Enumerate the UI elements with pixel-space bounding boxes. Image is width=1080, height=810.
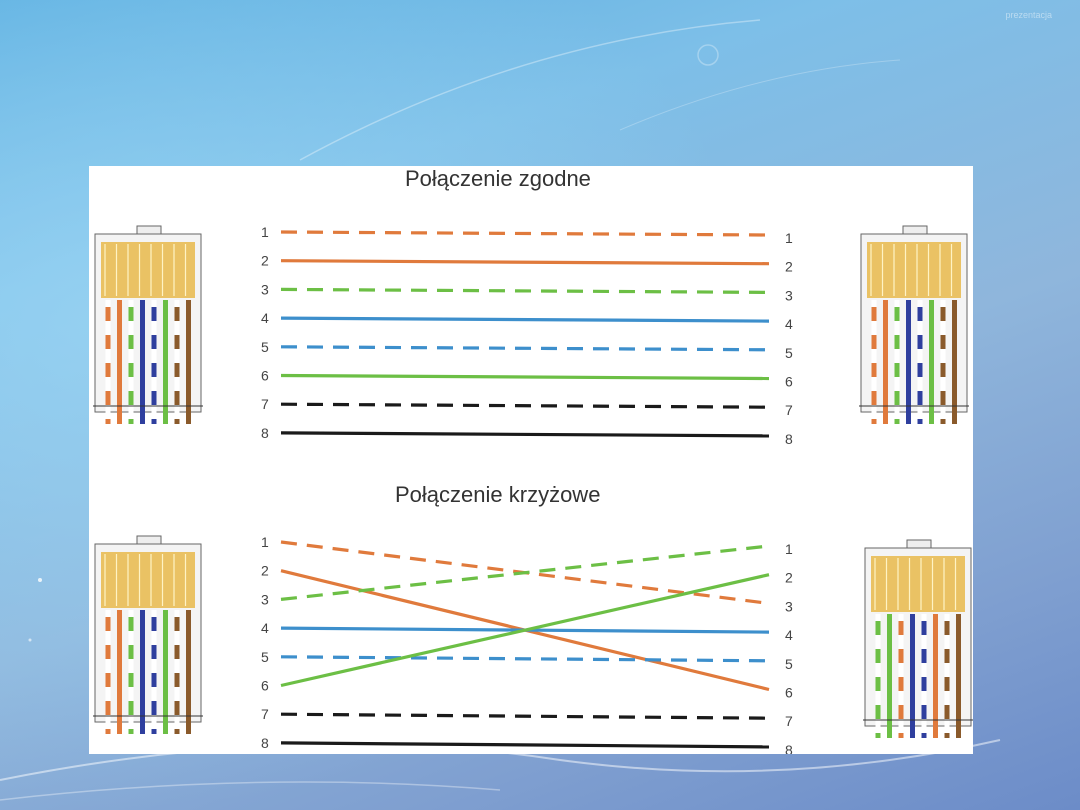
pin-label-left: 1 bbox=[261, 534, 269, 550]
connector-bottom-right bbox=[863, 539, 973, 738]
pin-label-right: 1 bbox=[785, 230, 793, 246]
pin-label-left: 4 bbox=[261, 620, 269, 636]
wire-line bbox=[280, 655, 770, 663]
pin-label-left: 4 bbox=[261, 310, 269, 326]
wire-line bbox=[280, 544, 770, 601]
watermark-text: prezentacja bbox=[1005, 10, 1052, 20]
pin-label-right: 3 bbox=[785, 287, 793, 303]
wire-line bbox=[280, 316, 770, 323]
wire-line bbox=[280, 259, 770, 266]
connector-contacts bbox=[867, 242, 961, 298]
connector-top-right bbox=[859, 225, 969, 424]
pin-label-right: 2 bbox=[785, 259, 793, 275]
pin-label-left: 7 bbox=[261, 706, 269, 722]
pin-label-left: 8 bbox=[261, 425, 269, 441]
wire-line bbox=[280, 712, 770, 720]
pin-label-left: 5 bbox=[261, 649, 269, 665]
pin-label-right: 6 bbox=[785, 685, 793, 701]
wire-line bbox=[280, 345, 770, 352]
pin-label-right: 2 bbox=[785, 570, 793, 586]
pin-label-left: 2 bbox=[261, 563, 269, 579]
wire-line bbox=[280, 287, 770, 294]
pin-label-right: 8 bbox=[785, 742, 793, 754]
pin-label-left: 3 bbox=[261, 591, 269, 607]
pin-label-left: 1 bbox=[261, 224, 269, 240]
diagram-straight-through: 1 1 2 2 3 3 4 4 5 5 6 6 7 7 8 8 bbox=[261, 224, 793, 447]
pin-label-left: 6 bbox=[261, 678, 269, 694]
pin-label-left: 3 bbox=[261, 281, 269, 297]
connector-contacts bbox=[101, 552, 195, 608]
wire-line bbox=[280, 431, 770, 438]
wire-line bbox=[280, 230, 770, 237]
pin-label-right: 1 bbox=[785, 541, 793, 557]
pin-label-right: 4 bbox=[785, 627, 793, 643]
title-crossover: Połączenie krzyżowe bbox=[395, 482, 601, 507]
connector-bottom-left bbox=[93, 535, 203, 734]
title-straight-through: Połączenie zgodne bbox=[405, 166, 591, 191]
connector-top-left bbox=[93, 225, 203, 424]
pin-label-right: 3 bbox=[785, 598, 793, 614]
pin-label-right: 5 bbox=[785, 345, 793, 361]
cable-diagram: 1 1 2 2 3 3 4 4 5 5 6 6 7 7 8 8 1 1 2 2 3 3 4 4 5 5 6 6 7 7 8 8 bbox=[93, 224, 973, 754]
pin-label-right: 7 bbox=[785, 402, 793, 418]
connector-contacts bbox=[101, 242, 195, 298]
connector-contacts bbox=[871, 556, 965, 612]
pin-label-right: 5 bbox=[785, 656, 793, 672]
pin-label-left: 7 bbox=[261, 396, 269, 412]
diagram-crossover: 1 1 2 2 3 3 4 4 5 5 6 6 7 7 8 8 bbox=[261, 534, 793, 754]
pin-label-left: 8 bbox=[261, 735, 269, 751]
wire-line bbox=[280, 573, 770, 688]
wire-line bbox=[280, 402, 770, 409]
diagram-panel: 1 1 2 2 3 3 4 4 5 5 6 6 7 7 8 8 1 1 2 2 3 3 4 4 5 5 6 6 7 7 8 8 Połącze… bbox=[89, 166, 973, 754]
pin-label-right: 8 bbox=[785, 431, 793, 447]
pin-label-left: 2 bbox=[261, 253, 269, 269]
pin-label-right: 4 bbox=[785, 316, 793, 332]
pin-label-left: 6 bbox=[261, 368, 269, 384]
wire-line bbox=[280, 741, 770, 749]
pin-label-left: 5 bbox=[261, 339, 269, 355]
pin-label-right: 7 bbox=[785, 713, 793, 729]
wire-line bbox=[280, 373, 770, 381]
pin-label-right: 6 bbox=[785, 374, 793, 390]
